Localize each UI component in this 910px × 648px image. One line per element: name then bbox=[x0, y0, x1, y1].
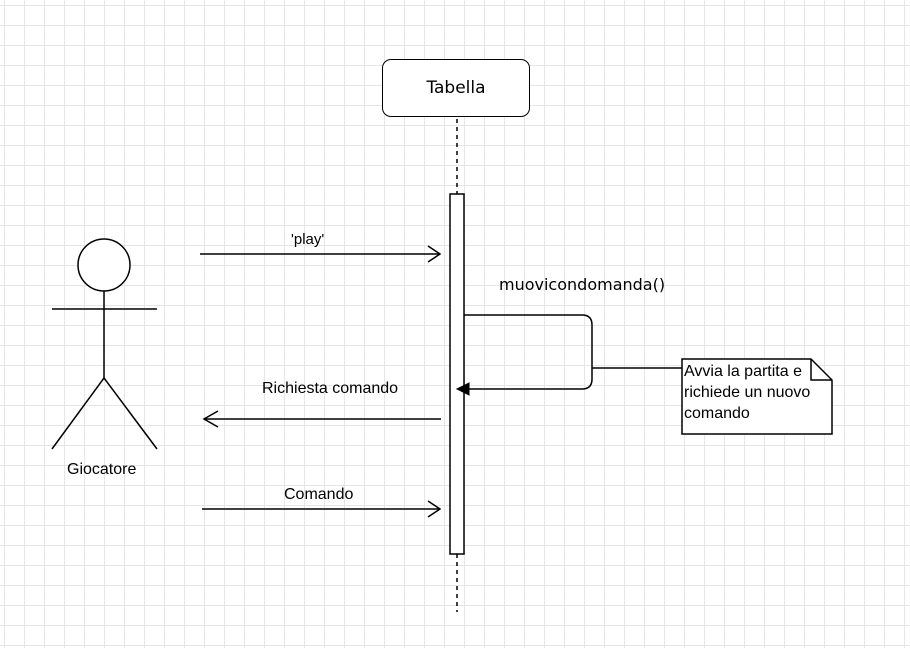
message-comando-label: Comando bbox=[284, 486, 354, 503]
self-message-arrow bbox=[464, 314, 593, 390]
message-play-arrow bbox=[200, 245, 442, 263]
self-message-arrowhead bbox=[455, 382, 470, 396]
message-comando-arrow bbox=[202, 500, 442, 518]
activation-bar bbox=[449, 193, 465, 555]
message-play-label: 'play' bbox=[291, 231, 325, 248]
note-box bbox=[681, 358, 833, 435]
actor-right-leg bbox=[103, 377, 158, 450]
self-message-label: muovicondomanda() bbox=[499, 275, 666, 294]
actor-head bbox=[77, 238, 131, 292]
message-richiesta-label: Richiesta comando bbox=[262, 380, 399, 397]
actor-label: Giocatore bbox=[67, 461, 137, 478]
actor-left-leg bbox=[51, 377, 105, 450]
participant-tabella: Tabella bbox=[382, 59, 530, 117]
note-text: Avvia la partita e richiede un nuovo com… bbox=[684, 363, 811, 422]
actor-figure bbox=[51, 238, 158, 450]
message-richiesta-arrow bbox=[202, 410, 441, 428]
participant-label: Tabella bbox=[426, 78, 486, 98]
